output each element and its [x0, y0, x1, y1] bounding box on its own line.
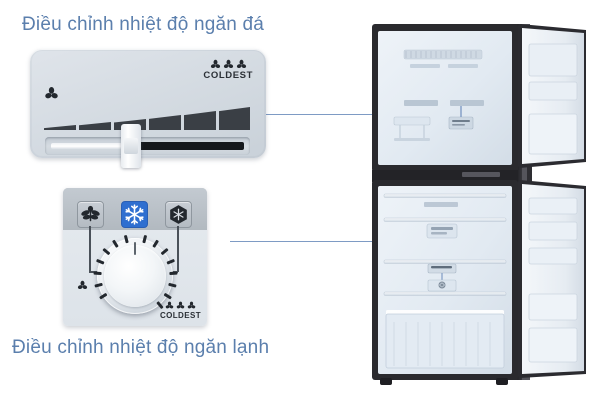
freezer-fan-trio [203, 58, 253, 70]
freezer-temperature-slider-panel[interactable]: COLDEST [30, 49, 266, 168]
freezer-temperature-slider[interactable] [45, 124, 250, 168]
freezer-coldest-group: COLDEST [203, 58, 253, 81]
dial-tick [99, 292, 108, 300]
leaf-icon [81, 205, 100, 222]
button-stem-right [177, 226, 179, 272]
fan-icon [223, 59, 233, 69]
dial-tick [152, 239, 160, 248]
ice-mode-button[interactable] [165, 201, 192, 228]
fridge-panel-top-strip [63, 188, 207, 230]
leader-line-fridge [230, 241, 413, 242]
freezer-coldest-label: COLDEST [203, 70, 253, 81]
dial-tick [169, 271, 178, 276]
fridge-temperature-dial-panel[interactable]: COLDEST [63, 188, 207, 326]
dial-tick [168, 282, 177, 288]
freezer-caption: Điều chỉnh nhiệt độ ngăn đá [22, 14, 265, 35]
dial-tick [166, 258, 176, 265]
vegetable-mode-button[interactable] [77, 201, 104, 228]
button-stem-left [89, 226, 91, 272]
fridge-coldest-label: COLDEST [159, 311, 201, 320]
dial-tick [94, 282, 103, 288]
fan-icon [176, 301, 185, 309]
freezer-fan-single [44, 86, 59, 106]
level-bar [44, 125, 76, 130]
fan-icon [77, 280, 88, 290]
fridge-coldest-group: COLDEST [160, 298, 201, 321]
fridge-caption: Điều chỉnh nhiệt độ ngăn lạnh [12, 337, 270, 358]
fridge-fan-single [77, 278, 88, 296]
dial-tick [142, 234, 148, 244]
freezer-level-bars [44, 104, 250, 130]
dial-tick [93, 271, 102, 276]
refrigerator-illustration [370, 22, 592, 390]
level-bar [79, 122, 111, 130]
fan-icon [45, 87, 58, 99]
dial-tick [95, 258, 105, 265]
dial-tick [111, 239, 119, 248]
fan-icon [165, 301, 174, 309]
ice-cube-hexagon-icon [170, 205, 187, 224]
slider-handle[interactable] [121, 124, 141, 168]
fan-icon [210, 59, 220, 69]
level-bar [149, 115, 181, 130]
dial-tick [102, 247, 111, 256]
fridge-fan-trio [160, 298, 201, 310]
dial-face[interactable] [104, 245, 166, 307]
refrigerator-svg [372, 24, 586, 385]
dial-tick [160, 247, 169, 256]
snowflake-icon [125, 204, 144, 225]
dial-pointer [134, 242, 136, 255]
slider-filled-track [138, 142, 244, 150]
fan-icon [187, 301, 196, 309]
level-bar [184, 111, 216, 130]
level-bar [219, 107, 250, 130]
leader-line-freezer [266, 114, 408, 115]
temperature-dial[interactable] [93, 234, 178, 314]
dial-tick [123, 234, 129, 244]
fan-icon [236, 59, 246, 69]
quick-freeze-button[interactable] [121, 201, 148, 228]
